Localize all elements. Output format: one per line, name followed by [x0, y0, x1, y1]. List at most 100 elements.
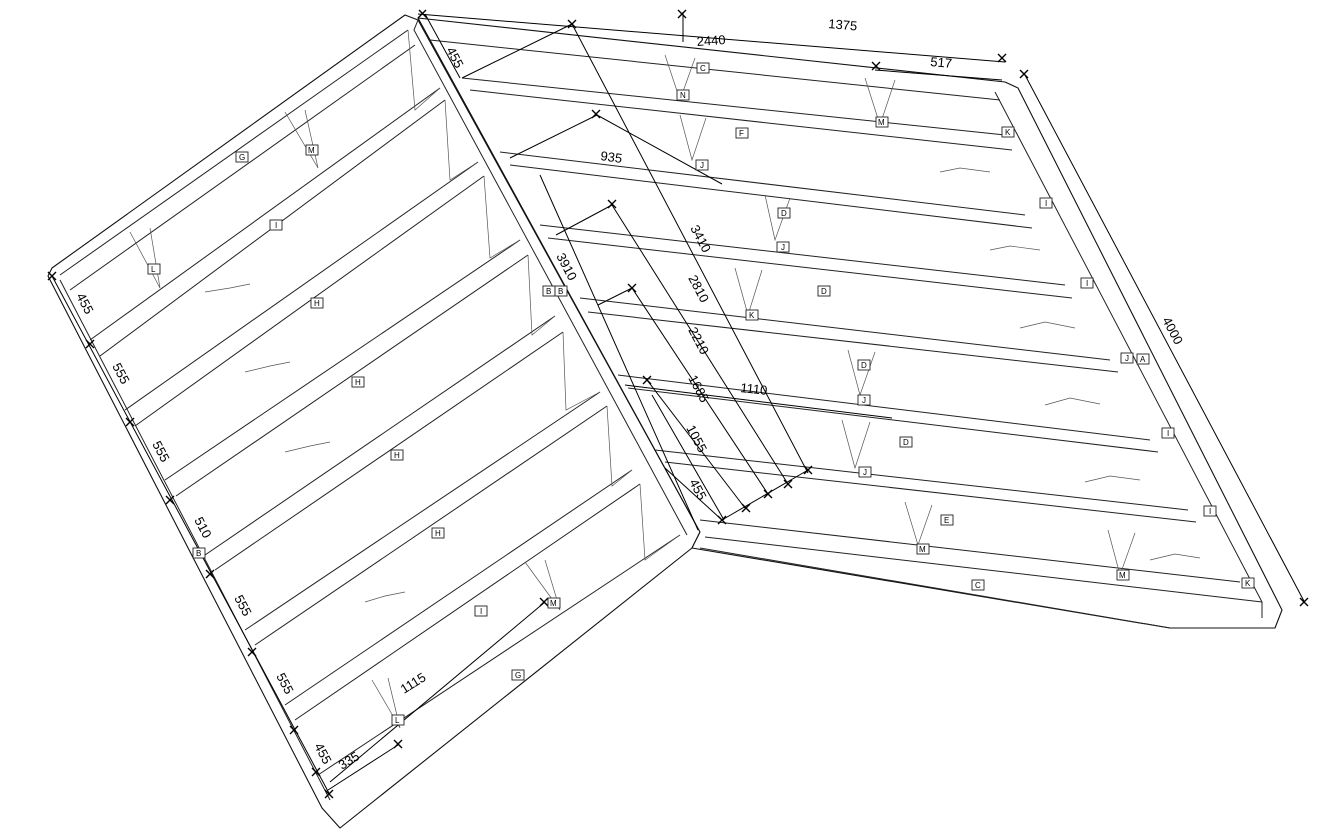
left-rafter-ends	[407, 29, 681, 561]
tag-k-mid: K	[745, 309, 759, 321]
right-rafters	[429, 39, 1241, 583]
svg-text:C: C	[975, 581, 981, 590]
tag-l-2: L	[391, 714, 405, 726]
dim-2440: 2440	[696, 32, 726, 49]
tag-b-left: B	[192, 547, 206, 559]
tag-a: A	[1136, 353, 1150, 365]
svg-text:J: J	[863, 468, 867, 477]
tag-d-2: D	[817, 285, 831, 297]
tag-m-r2: M	[1116, 569, 1130, 581]
left-panel-eave-line	[59, 279, 331, 801]
svg-text:I: I	[480, 607, 482, 616]
svg-text:K: K	[749, 311, 755, 320]
dimension-ticks	[47, 9, 1309, 799]
svg-text:D: D	[821, 287, 827, 296]
svg-text:B: B	[558, 287, 563, 296]
tag-j-1: J	[695, 159, 709, 171]
left-panel-inner-edge	[413, 19, 688, 536]
svg-text:D: D	[903, 438, 909, 447]
tag-j-2: J	[776, 241, 790, 253]
tag-j-5: J	[858, 466, 872, 478]
svg-text:M: M	[919, 545, 926, 554]
tag-l-1: L	[147, 263, 161, 275]
dim-4000: 4000	[1159, 314, 1186, 347]
svg-text:I: I	[1086, 279, 1088, 288]
tag-i-left-1: I	[269, 219, 283, 231]
svg-text:G: G	[515, 671, 521, 680]
svg-text:H: H	[435, 529, 441, 538]
left-roof-panel	[47, 14, 701, 829]
dim-1110: 1110	[740, 380, 768, 398]
tag-k-top: K	[1001, 126, 1015, 138]
left-panel-outline	[47, 14, 701, 829]
tag-j-4: J	[857, 394, 871, 406]
svg-text:L: L	[395, 716, 400, 725]
right-roof-panel	[417, 17, 1283, 629]
svg-text:H: H	[355, 378, 361, 387]
tag-c-top: C	[696, 62, 710, 74]
svg-text:J: J	[700, 161, 704, 170]
svg-text:C: C	[700, 64, 706, 73]
svg-text:A: A	[1140, 355, 1146, 364]
right-panel-outline	[417, 17, 1283, 629]
left-blocking	[129, 109, 561, 729]
tag-m-left-top: M	[305, 144, 319, 156]
tag-b-1: B	[542, 285, 556, 297]
tag-h-4: H	[431, 527, 445, 539]
svg-text:I: I	[1045, 199, 1047, 208]
tag-b-2: B	[554, 285, 568, 297]
svg-text:M: M	[308, 146, 315, 155]
svg-text:J: J	[781, 243, 785, 252]
svg-text:I: I	[275, 221, 277, 230]
svg-text:N: N	[680, 91, 686, 100]
svg-text:B: B	[196, 549, 201, 558]
svg-text:I: I	[1167, 429, 1169, 438]
svg-text:J: J	[862, 396, 866, 405]
left-rafters	[59, 29, 681, 776]
svg-text:D: D	[781, 209, 787, 218]
tag-h-2: H	[351, 376, 365, 388]
tag-g-top: G	[235, 151, 249, 163]
tag-c-bottom: C	[971, 579, 985, 591]
right-panel-bottom-edge	[704, 536, 1263, 603]
tag-e: E	[940, 514, 954, 526]
svg-text:G: G	[239, 153, 245, 162]
dim-517: 517	[930, 54, 953, 71]
tag-n: N	[676, 89, 690, 101]
tag-m-top: M	[875, 116, 889, 128]
tag-i-r1: I	[1039, 197, 1053, 209]
svg-text:K: K	[1005, 128, 1011, 137]
svg-text:K: K	[1245, 579, 1251, 588]
svg-text:E: E	[944, 516, 949, 525]
tag-m-left-bottom: M	[547, 597, 561, 609]
svg-text:L: L	[151, 265, 156, 274]
tag-i-r3: I	[1161, 427, 1175, 439]
svg-text:F: F	[739, 129, 744, 138]
tag-i-left-2: I	[474, 605, 488, 617]
tag-j-3: J	[1120, 352, 1134, 364]
tag-f: F	[735, 127, 749, 139]
svg-text:J: J	[1125, 354, 1129, 363]
svg-text:I: I	[1209, 507, 1211, 516]
tag-i-r2: I	[1080, 277, 1094, 289]
dim-935: 935	[600, 148, 624, 166]
dimension-lines	[51, 12, 1306, 796]
tag-i-r4: I	[1203, 505, 1217, 517]
tag-m-r1: M	[916, 543, 930, 555]
tag-h-3: H	[390, 449, 404, 461]
svg-text:M: M	[878, 118, 885, 127]
svg-text:D: D	[861, 361, 867, 370]
tag-g-bottom: G	[511, 669, 525, 681]
dim-1375: 1375	[828, 16, 858, 33]
tag-d-1: D	[777, 207, 791, 219]
svg-text:H: H	[394, 451, 400, 460]
svg-text:M: M	[1119, 571, 1126, 580]
tag-d-3: D	[857, 359, 871, 371]
svg-text:B: B	[546, 287, 551, 296]
part-tags: C N M K F J D J I D K I D J A J D I J E …	[147, 62, 1255, 726]
tag-d-4: D	[899, 436, 913, 448]
svg-text:H: H	[314, 299, 320, 308]
tag-k-bottom: K	[1241, 577, 1255, 589]
tag-h-1: H	[310, 297, 324, 309]
